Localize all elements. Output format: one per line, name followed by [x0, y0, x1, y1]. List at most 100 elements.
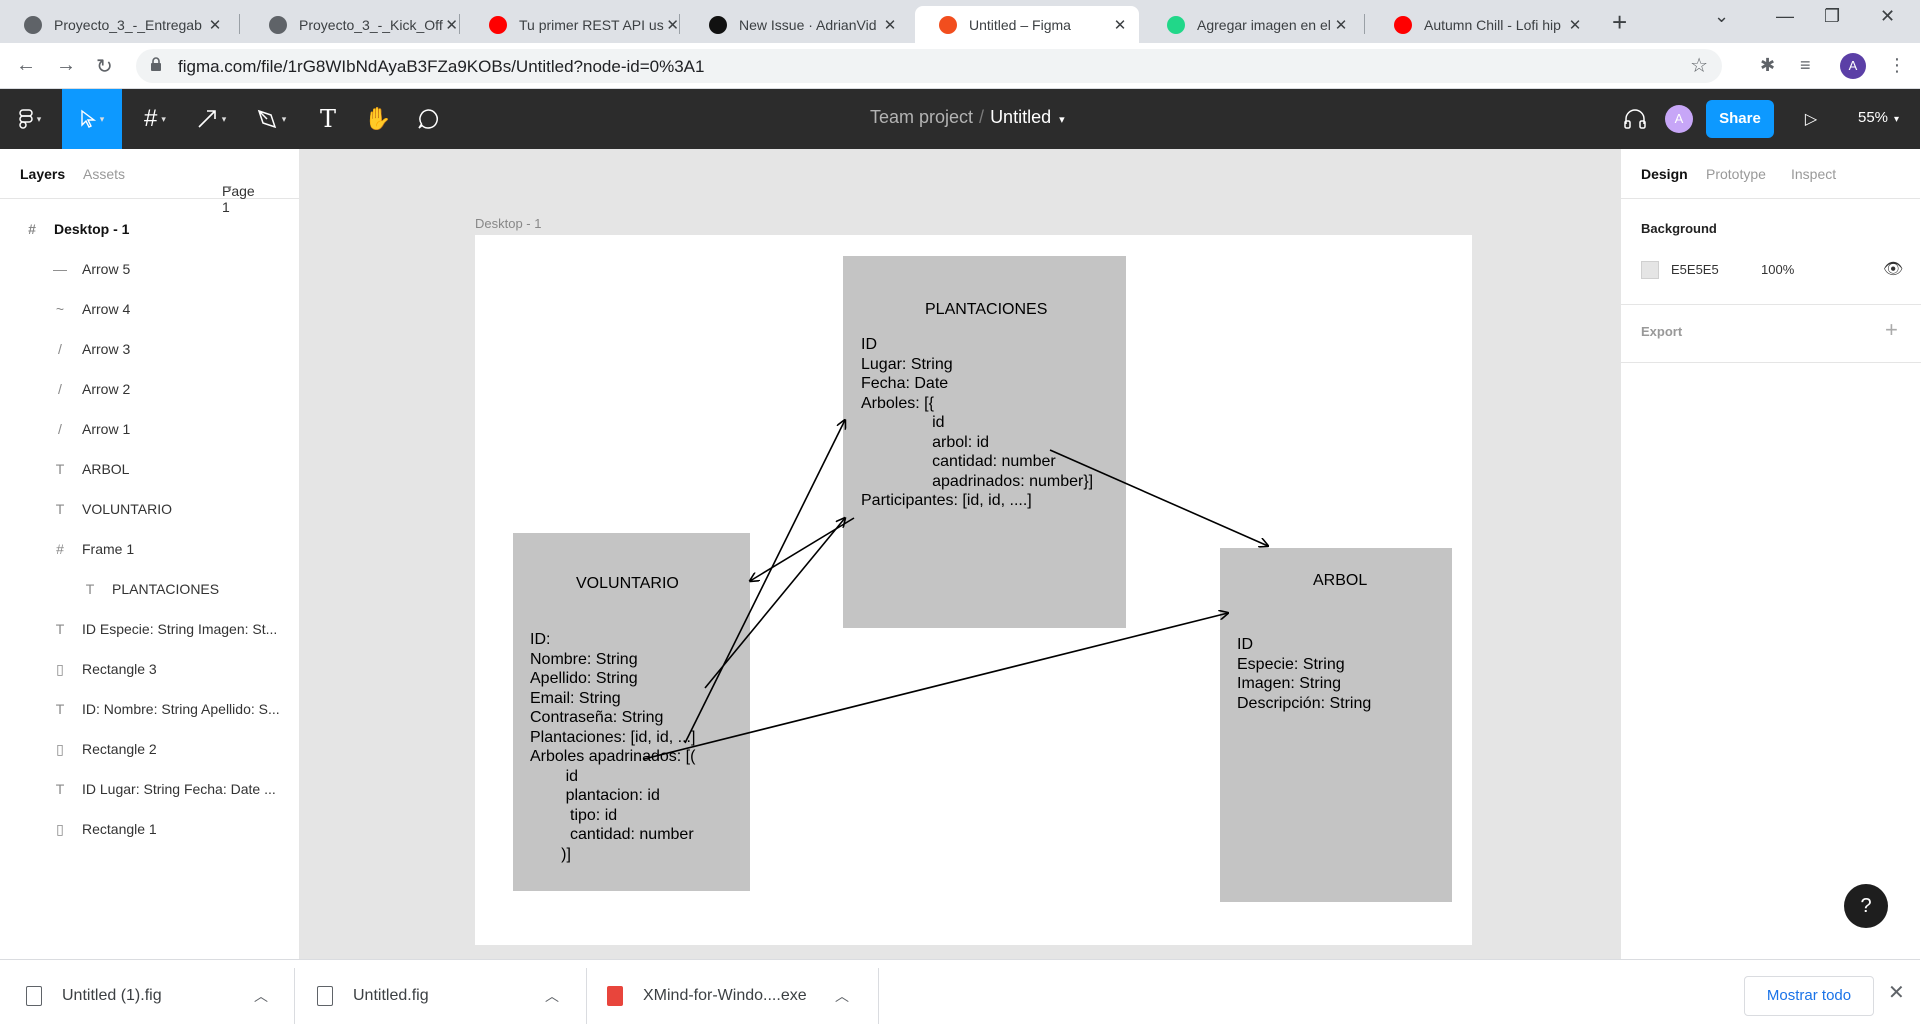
hand-tool[interactable]: ✋ [356, 89, 400, 149]
voluntario-title[interactable]: VOLUNTARIO [576, 575, 679, 592]
url-bar[interactable]: figma.com/file/1rG8WIbNdAyaB3FZa9KOBs/Un… [136, 49, 1722, 83]
move-tool[interactable]: ▾ [62, 89, 122, 149]
layer-item[interactable]: ▯Rectangle 1 [0, 809, 300, 849]
share-button[interactable]: Share [1706, 100, 1774, 138]
close-tab-icon[interactable]: ✕ [1334, 16, 1348, 34]
present-button[interactable]: ▷ [1796, 89, 1826, 149]
arrow-2[interactable] [750, 517, 855, 581]
tab-design[interactable]: Design [1641, 166, 1688, 182]
extensions-icon[interactable]: ✱ [1760, 55, 1776, 75]
download-item[interactable]: Untitled (1).fig ︿ [26, 960, 288, 1031]
tab-search-icon[interactable]: ⌄ [1714, 6, 1730, 26]
download-item[interactable]: XMind-for-Windo....exe ︿ [607, 960, 869, 1031]
desktop-frame[interactable]: PLANTACIONES ID Lugar: String Fecha: Dat… [475, 235, 1472, 945]
layer-item[interactable]: —Arrow 5 [0, 249, 300, 289]
breadcrumb-separator: / [979, 107, 985, 127]
collaborator-avatar[interactable]: A [1665, 105, 1693, 133]
chevron-up-icon[interactable]: ︿ [835, 987, 849, 1004]
background-color-swatch[interactable] [1641, 261, 1659, 279]
media-control-icon[interactable]: ≡ [1800, 55, 1811, 75]
close-icon[interactable]: ✕ [1888, 982, 1905, 1004]
arbol-title[interactable]: ARBOL [1313, 572, 1368, 589]
plantaciones-fields[interactable]: ID Lugar: String Fecha: Date Arboles: [{… [861, 336, 1094, 509]
close-window-icon[interactable]: ✕ [1880, 6, 1896, 26]
canvas[interactable]: Desktop - 1 PLANTACIONES ID Lugar: Strin… [300, 149, 1620, 959]
breadcrumb: Team project/Untitled ▾ [870, 107, 1065, 128]
voluntario-fields[interactable]: ID: Nombre: String Apellido: String Emai… [530, 631, 696, 863]
tab-prototype[interactable]: Prototype [1706, 166, 1766, 182]
browser-tab[interactable]: Proyecto_3_-_Entregab✕ [0, 6, 234, 43]
close-tab-icon[interactable]: ✕ [208, 16, 222, 34]
close-tab-icon[interactable]: ✕ [445, 16, 458, 34]
tab-assets[interactable]: Assets [83, 166, 126, 182]
comment-tool[interactable] [406, 89, 450, 149]
arrow-4[interactable] [684, 420, 845, 744]
frame-tool[interactable]: #▾ [144, 105, 166, 132]
download-item[interactable]: Untitled.fig ︿ [317, 960, 579, 1031]
chevron-up-icon[interactable]: ︿ [545, 987, 559, 1004]
background-opacity-input[interactable]: 100% [1761, 262, 1795, 277]
frame-label[interactable]: Desktop - 1 [475, 216, 542, 231]
file-name[interactable]: Untitled [990, 107, 1052, 127]
plantaciones-title[interactable]: PLANTACIONES [925, 301, 1048, 318]
background-hex-input[interactable]: E5E5E5 [1671, 262, 1719, 277]
text-tool[interactable]: T [306, 89, 350, 149]
close-tab-icon[interactable]: ✕ [1568, 16, 1582, 34]
help-button[interactable]: ? [1844, 884, 1888, 928]
tab-inspect[interactable]: Inspect [1791, 166, 1837, 182]
browser-tab[interactable]: Autumn Chill - Lofi hip✕ [1370, 6, 1594, 43]
shape-tool[interactable]: ▾ [186, 89, 236, 149]
rectangle-plantaciones[interactable] [843, 256, 1126, 628]
rectangle-arbol[interactable] [1220, 548, 1452, 902]
close-tab-icon[interactable]: ✕ [1113, 16, 1127, 34]
layer-item[interactable]: ▯Rectangle 2 [0, 729, 300, 769]
rectangle-voluntario[interactable] [513, 533, 750, 891]
browser-tab[interactable]: New Issue · AdrianVid✕ [685, 6, 909, 43]
forward-icon[interactable]: → [56, 54, 76, 76]
pen-tool[interactable]: ▾ [246, 89, 296, 149]
layer-item[interactable]: #Desktop - 1 [0, 209, 300, 249]
rectangle-layer-icon: ▯ [56, 740, 64, 757]
browser-tab[interactable]: Tu primer REST API us✕ [465, 6, 679, 43]
eye-visibility-icon[interactable]: 👁 [1883, 261, 1904, 278]
close-tab-icon[interactable]: ✕ [883, 16, 897, 34]
arrow-1[interactable] [1049, 449, 1268, 546]
back-icon[interactable]: ← [16, 54, 36, 76]
layer-item[interactable]: /Arrow 2 [0, 369, 300, 409]
browser-tab[interactable]: Agregar imagen en el✕ [1143, 6, 1360, 43]
audio-headphones-button[interactable] [1620, 89, 1650, 149]
menu-kebab-icon[interactable]: ⋮ [1888, 55, 1906, 75]
chevron-down-icon: ▾ [1894, 114, 1900, 125]
layer-item[interactable]: ~Arrow 4 [0, 289, 300, 329]
arrow-5[interactable] [643, 613, 1228, 760]
zoom-dropdown[interactable]: 55%▾ [1858, 109, 1899, 126]
chevron-up-icon[interactable]: ︿ [254, 987, 268, 1004]
profile-avatar[interactable]: A [1840, 53, 1866, 79]
add-export-plus-icon[interactable]: + [1885, 317, 1898, 342]
layer-item[interactable]: /Arrow 1 [0, 409, 300, 449]
new-tab-plus-icon[interactable]: + [1612, 7, 1628, 37]
bookmark-star-icon[interactable]: ☆ [1690, 55, 1708, 77]
tab-layers[interactable]: Layers [20, 166, 66, 182]
layer-item[interactable]: ▯Rectangle 3 [0, 649, 300, 689]
reload-icon[interactable]: ↻ [96, 56, 113, 78]
browser-tab[interactable]: Untitled – Figma✕ [915, 6, 1139, 43]
maximize-icon[interactable]: ❐ [1824, 6, 1841, 26]
layer-item[interactable]: #Frame 1 [0, 529, 300, 569]
main-menu-button[interactable]: ▾ [8, 89, 52, 149]
layer-item[interactable]: /Arrow 3 [0, 329, 300, 369]
arbol-fields[interactable]: ID Especie: String Imagen: String Descri… [1237, 636, 1372, 712]
breadcrumb-project[interactable]: Team project [870, 107, 974, 127]
close-tab-icon[interactable]: ✕ [666, 16, 679, 34]
chevron-down-icon[interactable]: ▾ [1059, 114, 1065, 126]
show-all-downloads-button[interactable]: Mostrar todo [1744, 976, 1874, 1016]
browser-tab[interactable]: Proyecto_3_-_Kick_Off✕ [245, 6, 459, 43]
minimize-icon[interactable]: — [1776, 6, 1794, 26]
arrow-3[interactable] [704, 518, 845, 689]
